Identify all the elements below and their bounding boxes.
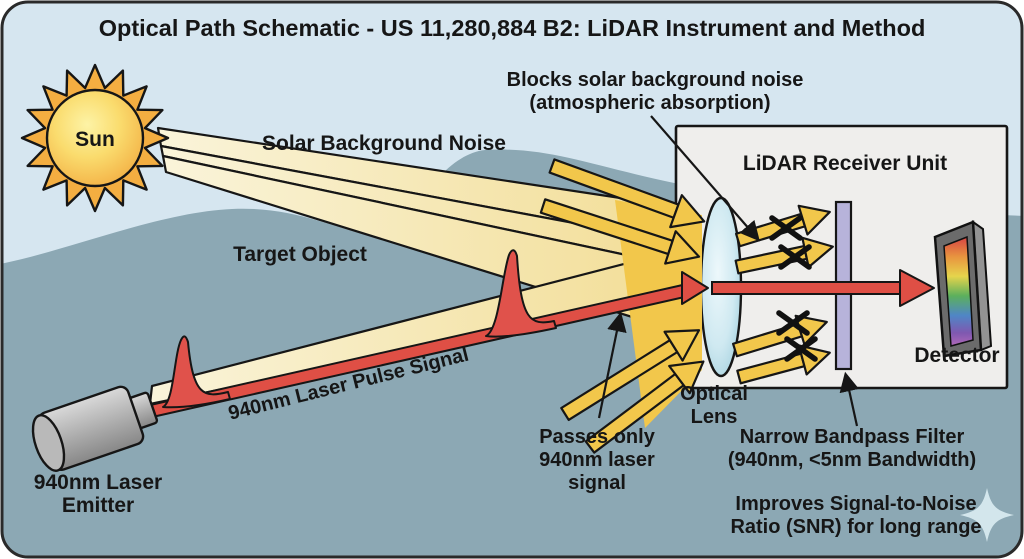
detector-label: Detector (914, 344, 999, 367)
page-title: Optical Path Schematic - US 11,280,884 B… (99, 15, 926, 41)
passes-annotation: Passes only 940nm laser signal (539, 426, 656, 494)
annotation-arrows (597, 115, 859, 427)
bandpass-filter-label: Narrow Bandpass Filter (940nm, <5nm Band… (728, 426, 976, 471)
svg-text:Passes only: Passes only (539, 426, 656, 448)
solar-noise-label: Solar Background Noise (262, 132, 506, 155)
signal-arrow-icon (681, 271, 709, 305)
snr-annotation: Improves Signal-to-Noise Ratio (SNR) for… (730, 493, 981, 538)
detector-icon (933, 219, 993, 358)
emitter-label: 940nm Laser Emitter (34, 471, 162, 517)
sparkle-watermark-icon (960, 488, 1014, 542)
svg-text:Improves Signal-to-Noise: Improves Signal-to-Noise (735, 493, 976, 515)
blocked-x-icon (776, 310, 810, 336)
sun-label: Sun (75, 128, 115, 151)
laser-pulse-icon (162, 335, 231, 409)
signal-arrow-icon (899, 269, 935, 307)
detector-screen (943, 235, 974, 347)
noise-arrow-icon (584, 360, 705, 454)
svg-text:Ratio (SNR) for long range: Ratio (SNR) for long range (730, 516, 981, 538)
svg-text:Optical: Optical (680, 383, 748, 405)
svg-text:Lens: Lens (691, 406, 738, 428)
blocked-x-icon (784, 336, 818, 362)
svg-text:Blocks solar background noise: Blocks solar background noise (507, 69, 804, 91)
svg-text:Emitter: Emitter (62, 494, 134, 517)
blocked-x-icon (778, 244, 812, 270)
signal-through-filter (711, 269, 935, 307)
blocks-annotation-arrow (650, 115, 760, 242)
filter-annotation-arrow (839, 371, 859, 427)
svg-text:(940nm, <5nm Bandwidth): (940nm, <5nm Bandwidth) (728, 449, 976, 471)
blocked-x-marks (769, 215, 818, 362)
receiver-title: LiDAR Receiver Unit (743, 152, 947, 175)
svg-text:940nm Laser: 940nm Laser (34, 471, 162, 494)
svg-text:940nm laser: 940nm laser (539, 449, 655, 471)
noise-arrow-icon (539, 198, 701, 265)
noise-arrow-icon (548, 158, 706, 229)
optical-lens-label: Optical Lens (680, 383, 748, 428)
sun-icon (20, 63, 170, 213)
laser-emitter-icon (31, 385, 159, 472)
passes-annotation-arrow (597, 311, 627, 419)
blocked-x-icon (769, 215, 803, 241)
blocks-noise-annotation: Blocks solar background noise (atmospher… (507, 69, 804, 114)
incoming-noise-arrows (539, 158, 706, 454)
target-object-label: Target Object (233, 243, 367, 266)
svg-text:Narrow Bandpass Filter: Narrow Bandpass Filter (740, 426, 965, 448)
noise-arrow-icon (560, 329, 701, 422)
laser-pulse-icon (485, 249, 557, 338)
svg-text:signal: signal (568, 472, 626, 494)
svg-text:(atmospheric absorption): (atmospheric absorption) (529, 92, 770, 114)
